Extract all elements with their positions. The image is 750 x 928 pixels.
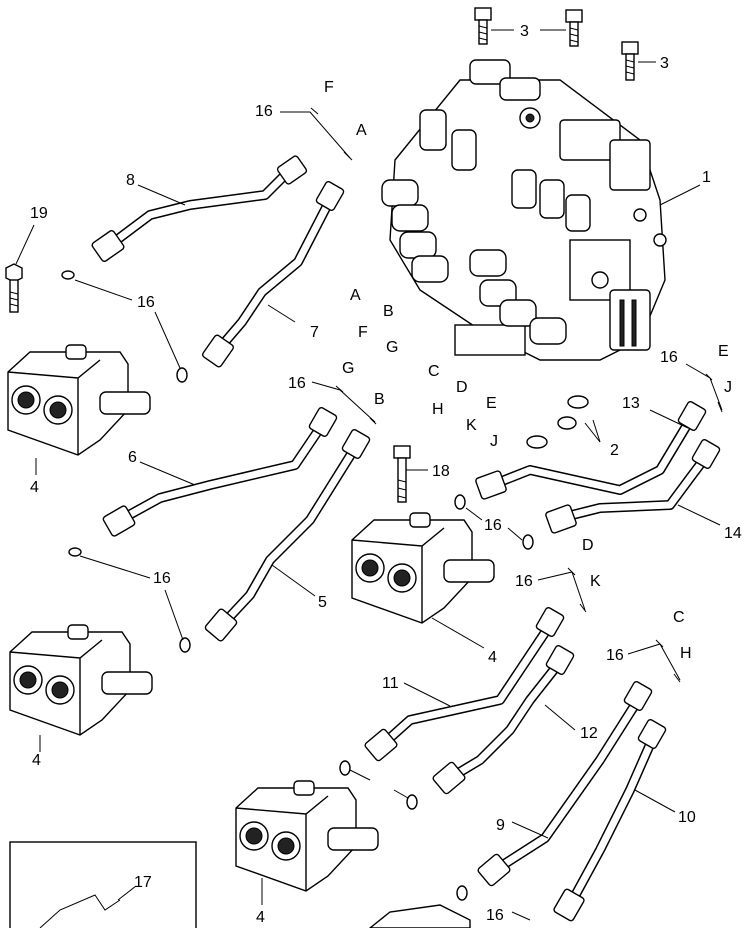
tube-7	[202, 181, 345, 368]
part-label: 16	[606, 647, 624, 664]
part-label: 10	[678, 809, 696, 826]
part-label: 17	[134, 874, 152, 891]
part-labels: 1 2 3 3 4 4 4 4 5 6 7 8 9 10 11 12 13 14…	[30, 23, 742, 926]
manifold-block-icon	[235, 780, 379, 892]
part-label: 4	[256, 909, 265, 926]
part-label: 12	[580, 725, 598, 742]
part-label: 18	[432, 463, 450, 480]
connection-letter: K	[466, 417, 477, 434]
part-label: 4	[32, 752, 41, 769]
part-label: 7	[310, 324, 319, 341]
part-label: 16	[515, 573, 533, 590]
part-label: 4	[488, 649, 497, 666]
connection-letter: H	[432, 401, 444, 418]
tube-10	[553, 719, 667, 922]
connection-letter: G	[342, 360, 354, 377]
connection-letter: F	[358, 324, 368, 341]
part-label: 4	[30, 479, 39, 496]
inset-box	[9, 841, 197, 928]
part-label: 3	[660, 55, 669, 72]
part-label: 16	[288, 375, 306, 392]
connection-letter: H	[680, 645, 692, 662]
leader-lines	[35, 184, 721, 905]
tube-12	[432, 645, 575, 795]
part-label: 9	[496, 817, 505, 834]
control-valve-assembly	[381, 59, 667, 361]
connection-letter: C	[428, 363, 440, 380]
connection-letter: D	[582, 537, 594, 554]
tube-11	[364, 607, 565, 762]
o-ring-icon	[61, 270, 589, 901]
manifold-block-icon	[351, 512, 495, 624]
connection-letter: B	[383, 303, 394, 320]
part-label: 16	[153, 570, 171, 587]
part-label: 16	[486, 907, 504, 924]
part-label: 16	[255, 103, 273, 120]
part-label: 8	[126, 172, 135, 189]
connection-letter: E	[486, 395, 497, 412]
part-label: 5	[318, 594, 327, 611]
connection-letter: A	[350, 287, 361, 304]
part-label: 1	[702, 169, 711, 186]
tube-8	[91, 155, 308, 262]
part-label: 19	[30, 205, 48, 222]
bolt-icon	[393, 445, 411, 503]
pin-icon	[280, 107, 723, 921]
tube-9	[477, 681, 653, 887]
part-label: 13	[622, 395, 640, 412]
bolt-icon	[5, 263, 23, 313]
connection-letter: F	[324, 79, 334, 96]
connection-letter: E	[718, 343, 729, 360]
connection-letter: J	[724, 379, 732, 396]
bolt-icon	[621, 41, 639, 81]
bolt-icon	[474, 7, 492, 45]
connection-letter: B	[374, 391, 385, 408]
connection-letter: J	[490, 433, 498, 450]
part-label: 14	[724, 525, 742, 542]
connection-letter: C	[673, 609, 685, 626]
connection-letters: F A A B F G G C D B H E K J E J D K C H	[324, 79, 732, 662]
valve-partial-icon	[368, 904, 471, 928]
tube-6	[102, 407, 338, 537]
part-label: 16	[484, 517, 502, 534]
connection-letter: G	[386, 339, 398, 356]
part-label: 2	[610, 442, 619, 459]
valve-port-cluster	[381, 179, 567, 345]
tube-14	[545, 439, 721, 534]
tube-5	[204, 429, 371, 642]
connection-letter: A	[356, 122, 367, 139]
tube-13	[475, 401, 707, 500]
part-label: 6	[128, 449, 137, 466]
manifold-block-icon	[7, 344, 151, 456]
part-label: 16	[137, 294, 155, 311]
connection-letter: D	[456, 379, 468, 396]
bolt-icon	[565, 9, 583, 47]
part-label: 16	[660, 349, 678, 366]
part-label: 11	[382, 675, 399, 692]
manifold-block-icon	[9, 624, 153, 736]
part-label: 3	[520, 23, 529, 40]
connection-letter: K	[590, 573, 601, 590]
